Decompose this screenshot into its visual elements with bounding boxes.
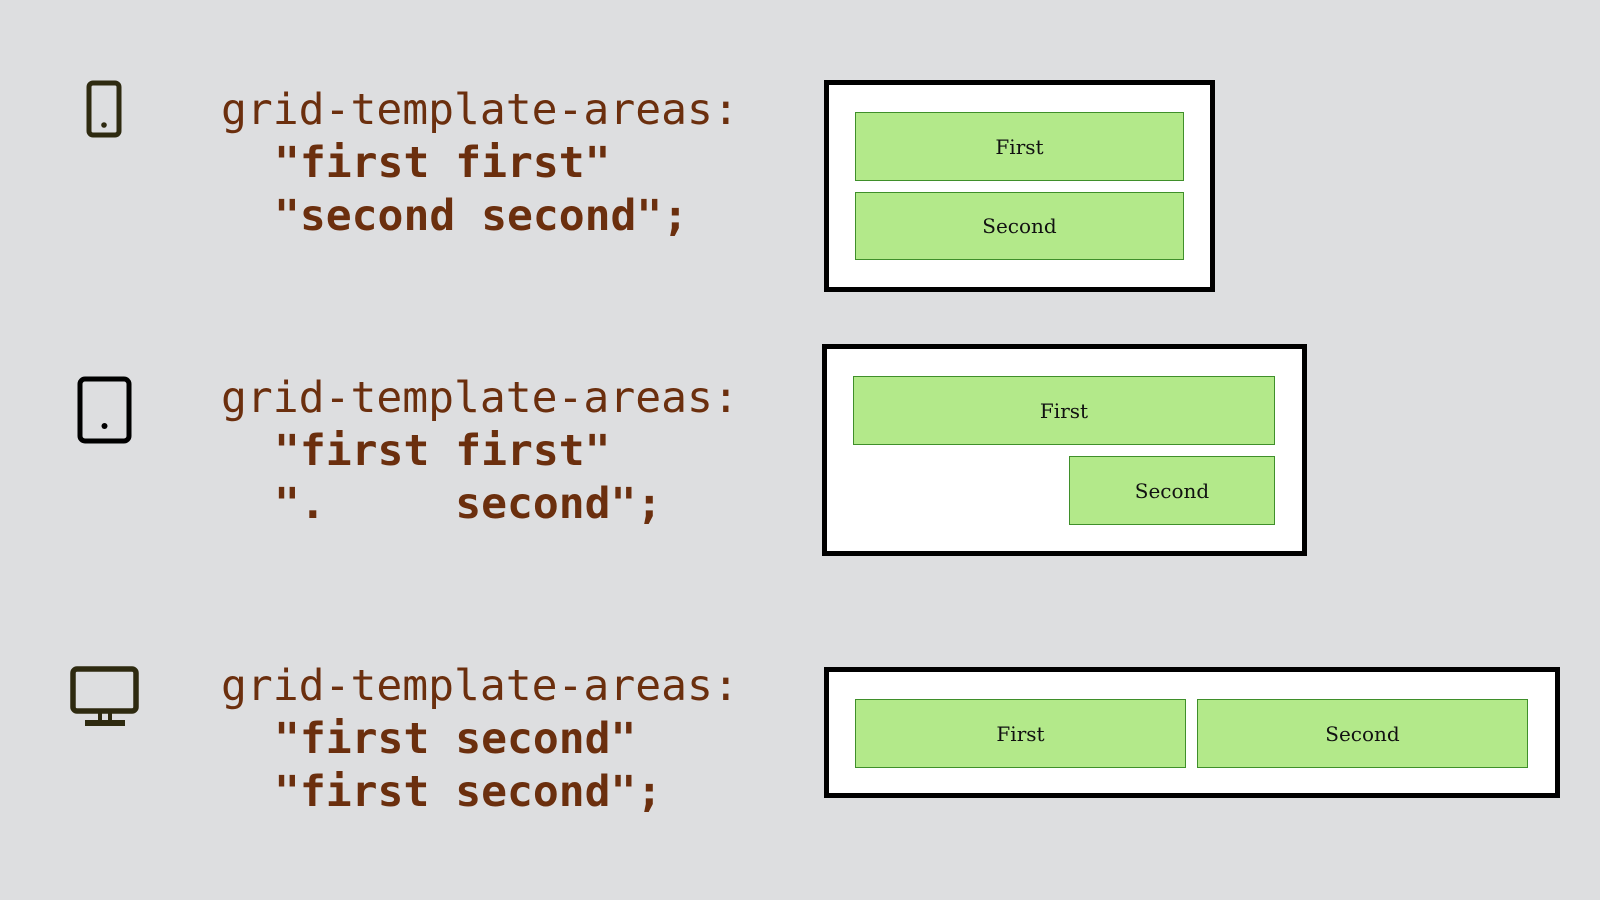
grid-cell-first: First [855,699,1186,768]
code-line-2: "first second"; [274,767,663,817]
code-line-2: ". second"; [274,479,663,529]
tablet-icon [77,376,133,448]
grid-cell-first: First [855,112,1184,181]
desktop-icon [70,666,140,734]
code-block-phone: grid-template-areas:"first first""second… [221,84,739,243]
code-property: grid-template-areas: [221,373,739,423]
code-property: grid-template-areas: [221,85,739,135]
grid-cell-second: Second [1197,699,1528,768]
code-line-2: "second second"; [274,191,689,241]
grid-cell-second: Second [855,192,1184,260]
code-line-1: "first second" [274,714,637,764]
grid-preview-phone: First Second [824,80,1215,292]
grid-cell-second: Second [1069,456,1275,525]
grid-preview-desktop: First Second [824,667,1560,798]
code-property: grid-template-areas: [221,661,739,711]
phone-icon [86,80,122,142]
grid-cell-first: First [853,376,1275,445]
code-line-1: "first first" [274,426,611,476]
code-line-1: "first first" [274,138,611,188]
code-block-desktop: grid-template-areas:"first second""first… [221,660,739,819]
grid-preview-tablet: First Second [822,344,1307,556]
code-block-tablet: grid-template-areas:"first first"". seco… [221,372,739,531]
